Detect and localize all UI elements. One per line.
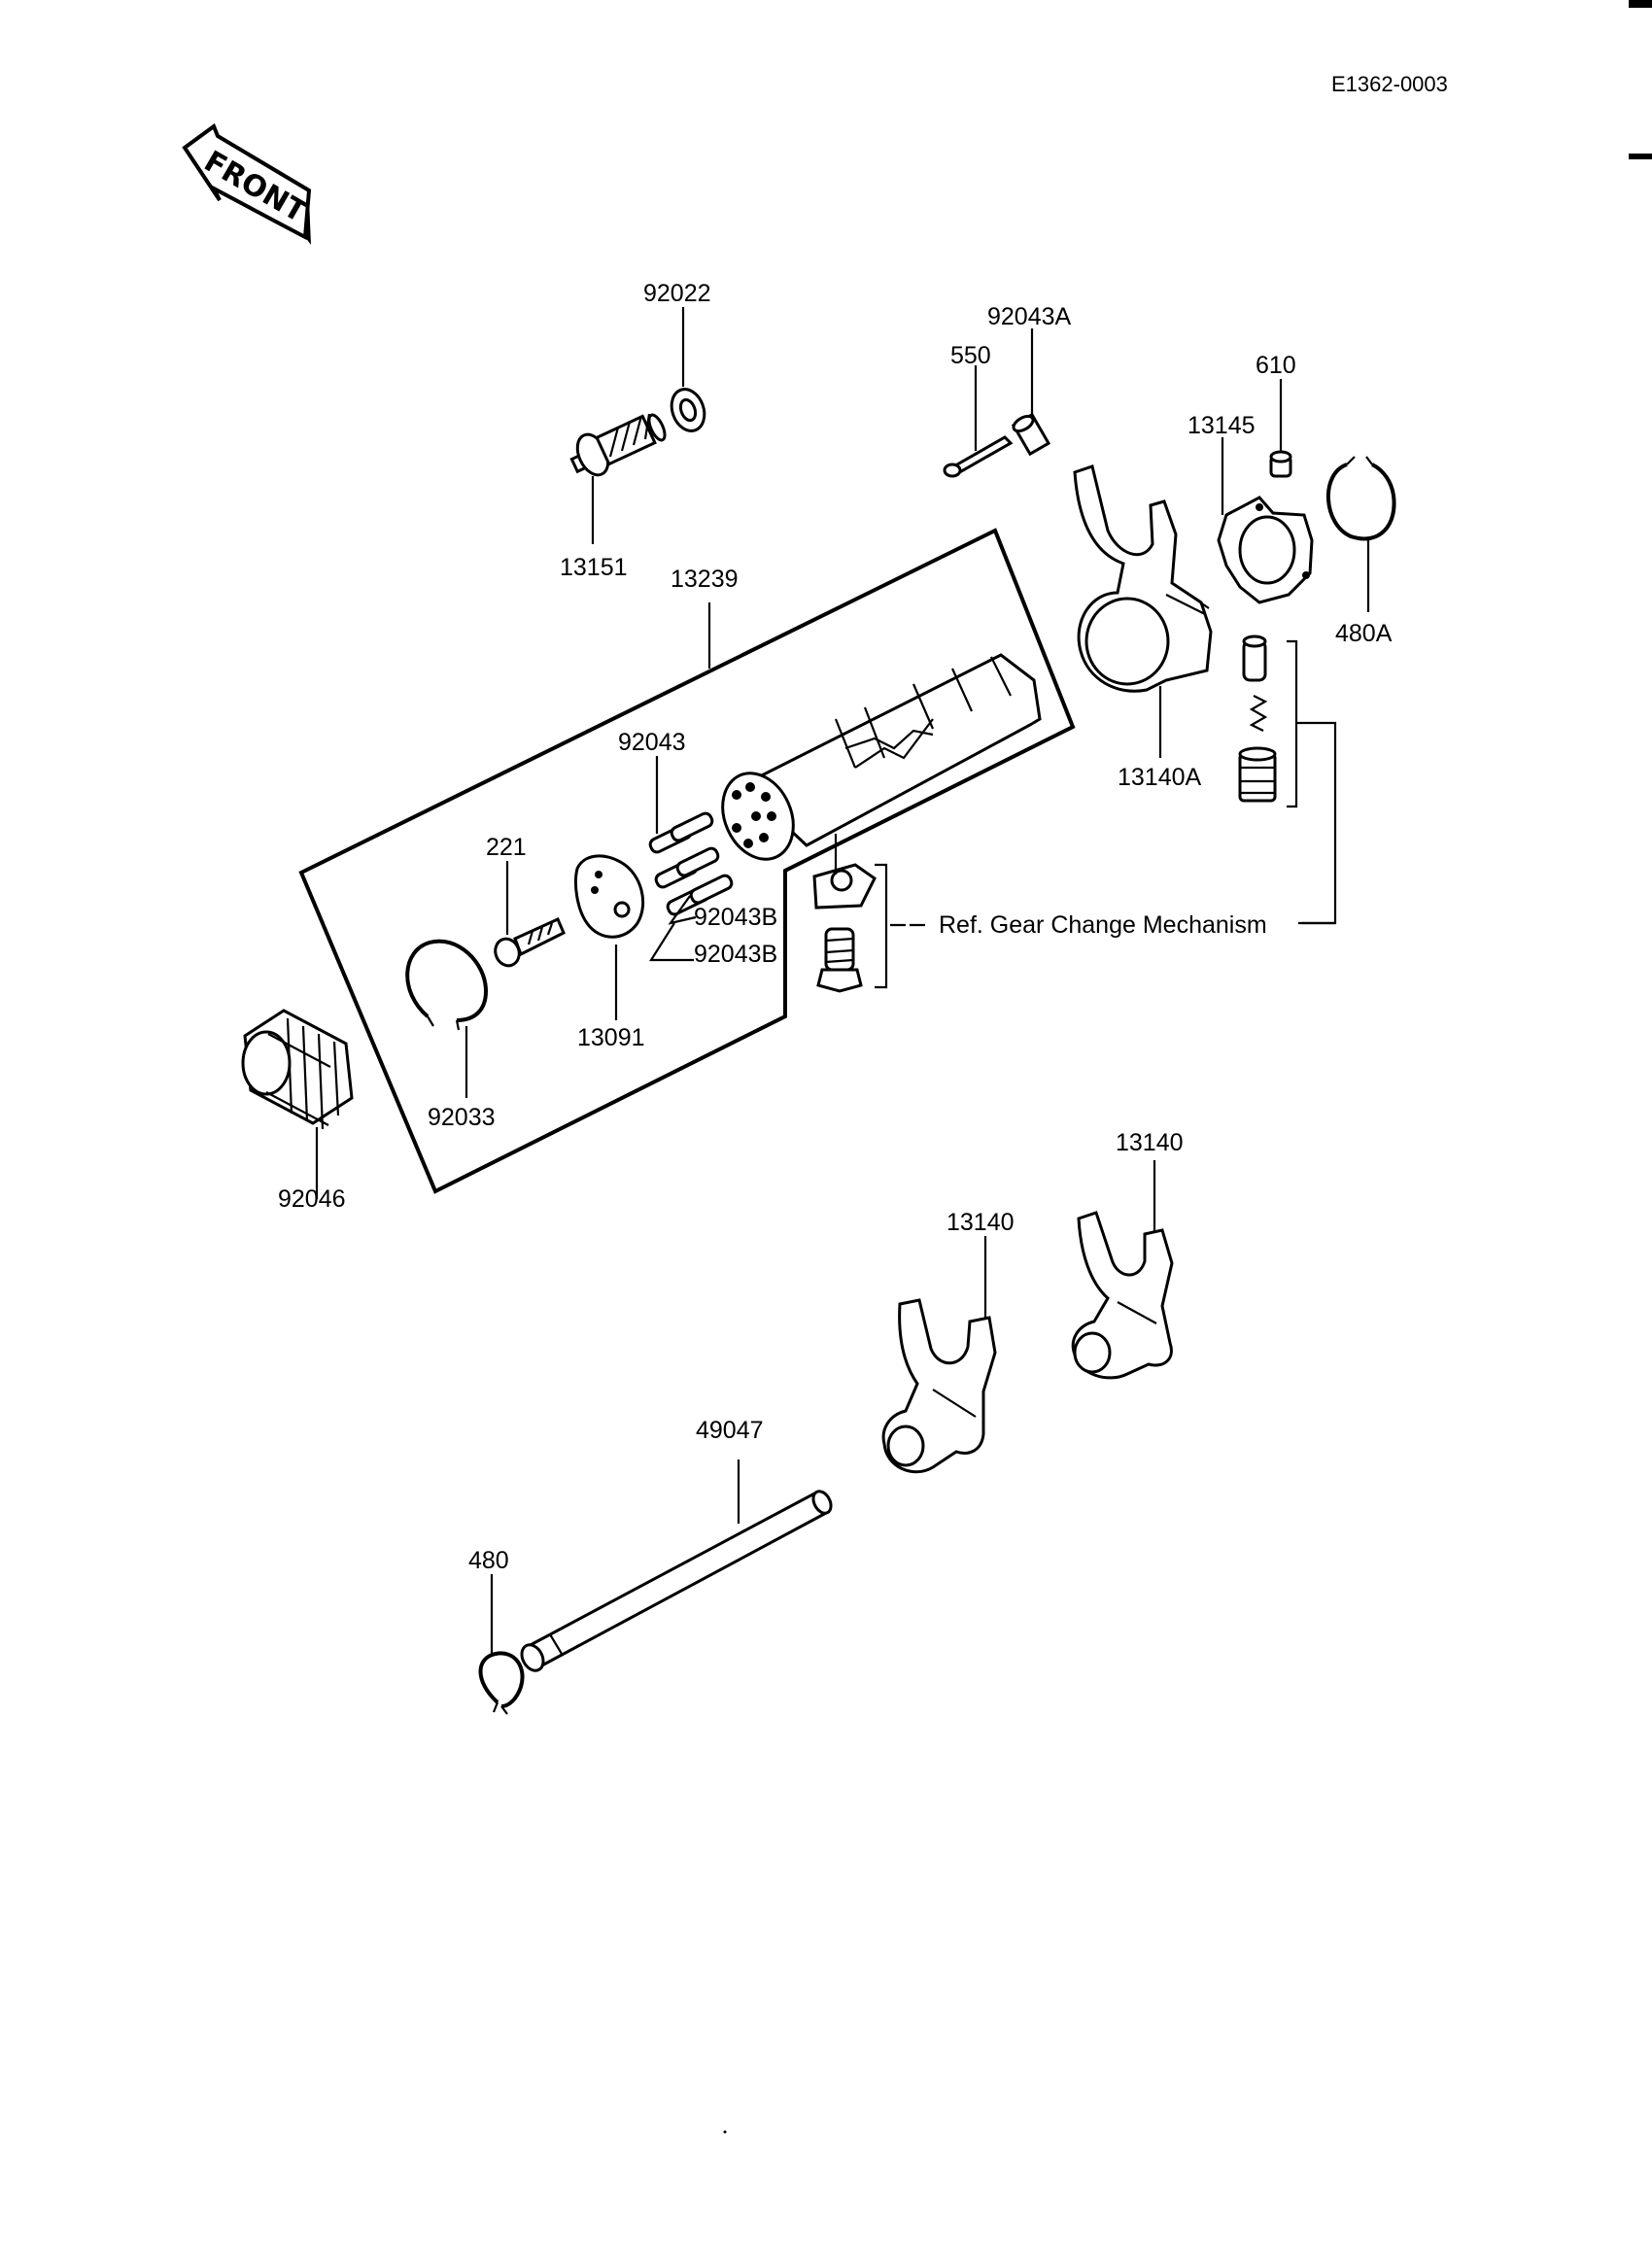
pin-610 [1269, 450, 1292, 478]
label-480A: 480A [1335, 620, 1393, 647]
shift-drum [721, 653, 1042, 861]
washer-92022 [670, 388, 706, 432]
detent-cam-lower [812, 863, 877, 910]
label-480: 480 [468, 1547, 509, 1574]
pin-92043A [1011, 412, 1051, 457]
label-13239: 13239 [671, 566, 739, 593]
label-49047: 49047 [696, 1417, 764, 1444]
circlip-480 [478, 1651, 525, 1715]
label-221: 221 [486, 834, 527, 861]
label-92043: 92043 [618, 729, 686, 756]
needle-bearing-92046 [241, 1009, 354, 1130]
shift-fork-13140A [1073, 464, 1213, 693]
label-13091: 13091 [577, 1024, 645, 1051]
shaft-49047 [520, 1490, 833, 1672]
scan-dot [723, 2130, 727, 2134]
group-frame-13239 [298, 528, 1076, 1194]
plate-13145 [1217, 496, 1314, 604]
label-13140-lower: 13140 [946, 1209, 1015, 1236]
label-92033: 92033 [428, 1104, 496, 1131]
label-92022: 92022 [643, 280, 711, 307]
label-92043B-1: 92043B [694, 904, 777, 931]
screw-221 [494, 917, 566, 968]
label-13140A: 13140A [1118, 764, 1202, 791]
edge-mark-top [1629, 0, 1652, 8]
pin-550 [943, 435, 1014, 478]
label-550: 550 [950, 342, 991, 369]
snap-ring-92033 [405, 939, 489, 1031]
reference-text: Ref. Gear Change Mechanism [939, 911, 1267, 939]
label-92043A: 92043A [987, 303, 1072, 330]
label-13151: 13151 [560, 554, 628, 581]
shift-fork-13140-upper [1071, 1211, 1174, 1380]
detent-bolt-lower [816, 927, 863, 993]
switch-13151 [569, 413, 667, 477]
detent-plug-right [1238, 746, 1277, 803]
label-92043B-2: 92043B [694, 941, 777, 968]
label-92046: 92046 [278, 1185, 346, 1213]
label-610: 610 [1256, 352, 1296, 379]
pin-plate-13091 [573, 854, 645, 939]
edge-mark-mid [1629, 154, 1652, 159]
pins-92043 [648, 811, 734, 916]
circlip-480A [1325, 456, 1396, 541]
shift-fork-13140-lower [881, 1298, 997, 1474]
document-code: E1362-0003 [1331, 72, 1448, 96]
front-arrow-icon: FRONT [182, 122, 312, 245]
label-13145: 13145 [1187, 412, 1256, 439]
label-13140-upper: 13140 [1116, 1129, 1184, 1156]
detent-pin-right [1242, 635, 1267, 682]
detent-spring-right [1249, 695, 1268, 732]
